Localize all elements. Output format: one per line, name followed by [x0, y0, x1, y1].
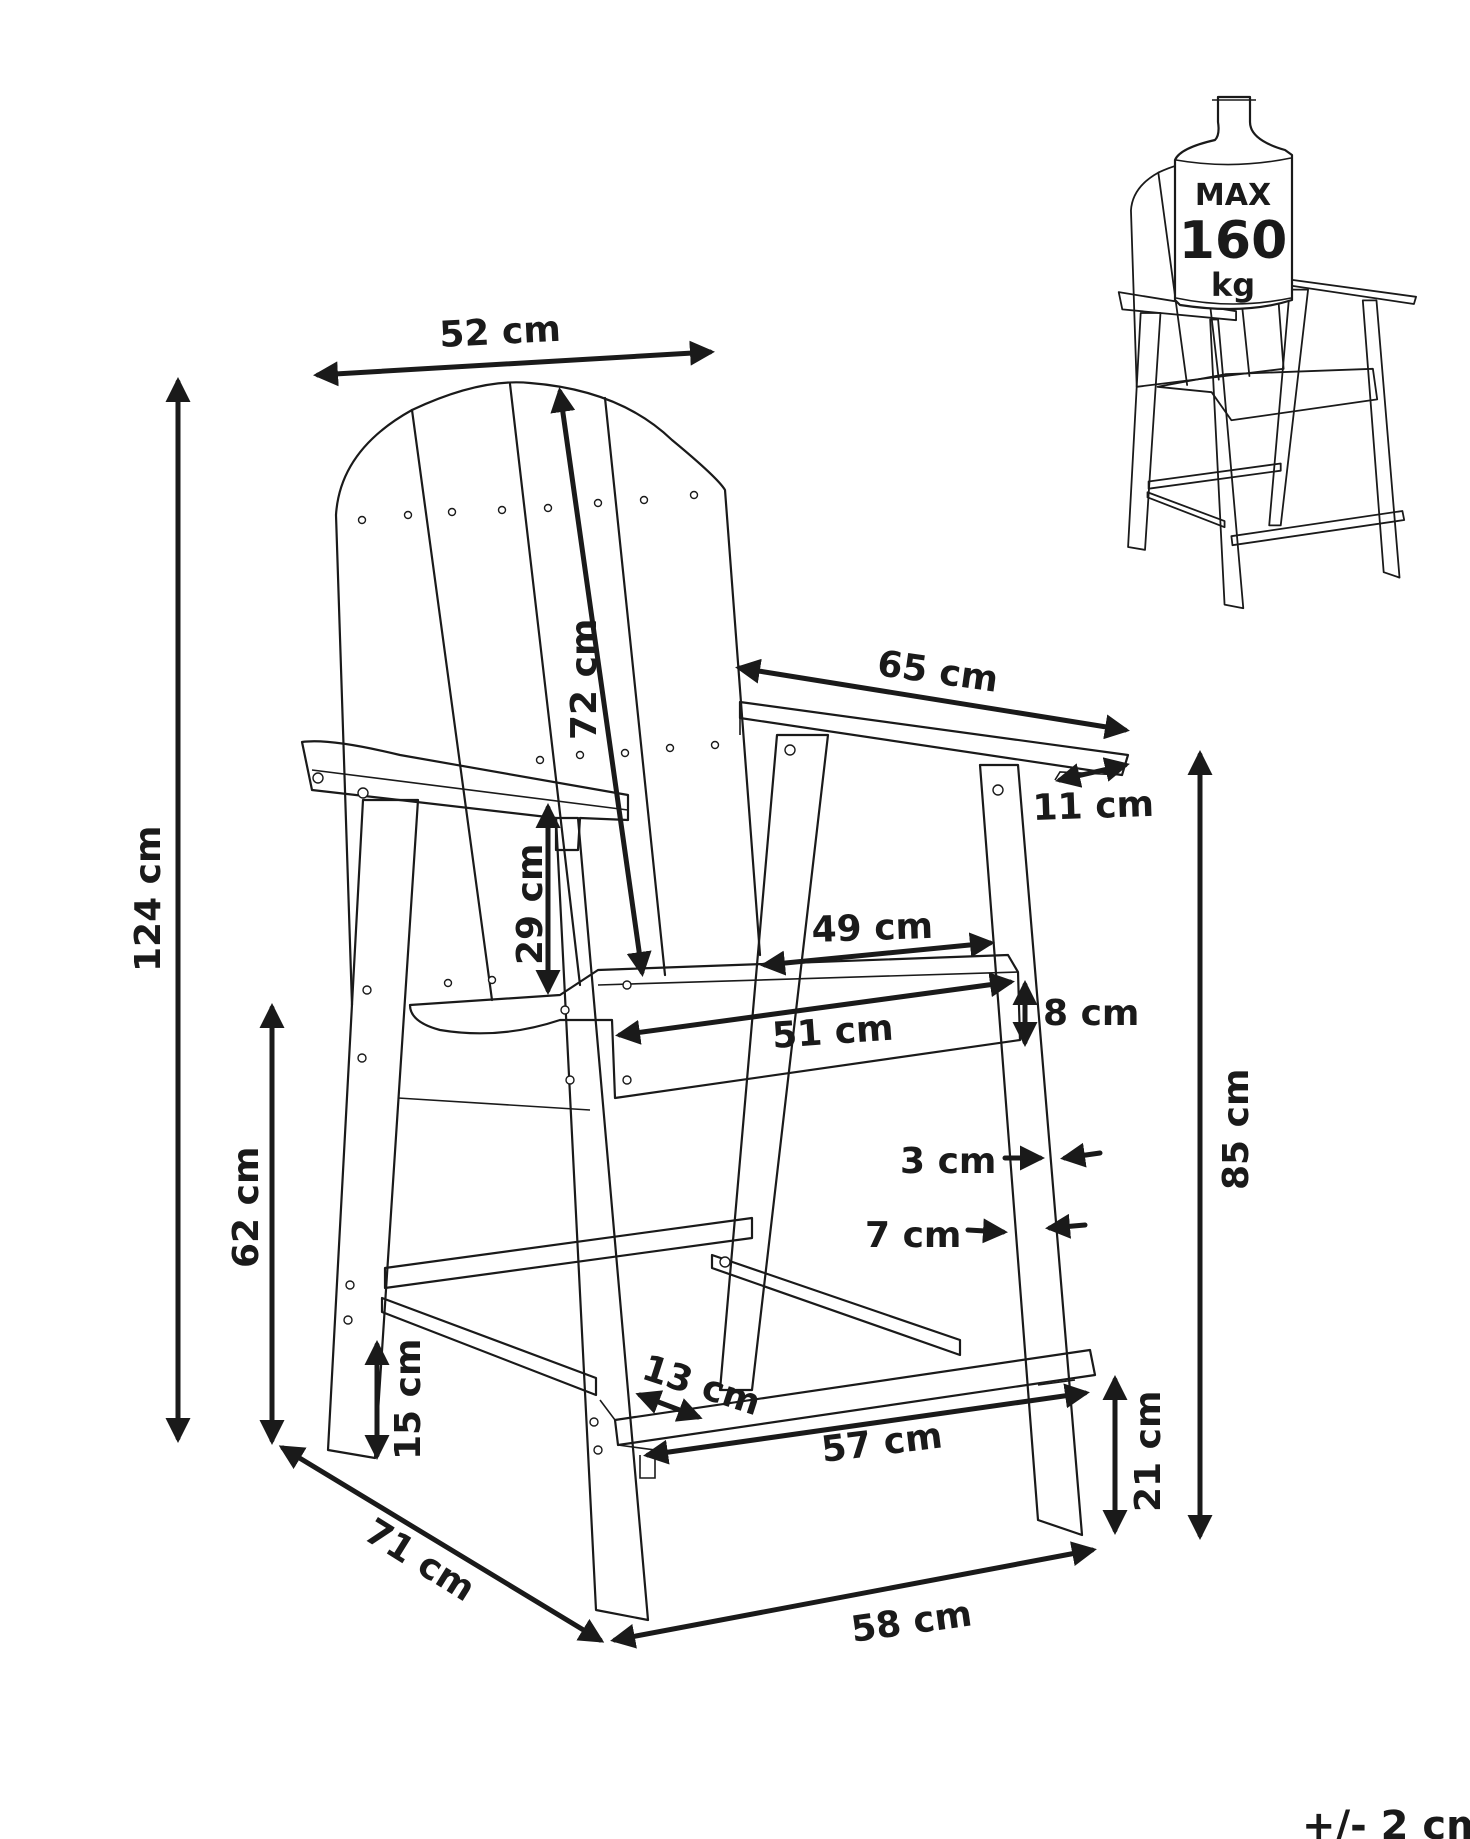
right-rear-post — [718, 733, 830, 1392]
backrest-slat-1 — [410, 408, 494, 1002]
right-armrest — [738, 700, 1130, 777]
max-label: MAX — [1195, 178, 1271, 213]
label-backrest-height: 72 cm — [564, 619, 605, 740]
dimension-lines — [165, 340, 1213, 1649]
weight-jar-icon — [1173, 95, 1294, 311]
label-leg-clearance: 21 cm — [1128, 1391, 1169, 1512]
label-total-height: 124 cm — [128, 825, 169, 972]
max-unit: kg — [1211, 266, 1255, 304]
label-total-depth: 71 cm — [357, 1511, 482, 1610]
left-front-leg — [554, 816, 650, 1622]
seat — [408, 953, 1022, 1100]
label-leg-thickness: 3 cm — [900, 1141, 996, 1182]
backrest-slat-3 — [603, 396, 667, 977]
bottom-frame — [380, 1296, 598, 1397]
label-arm-above-seat: 29 cm — [510, 844, 551, 965]
label-leg-width: 7 cm — [865, 1215, 961, 1256]
label-footrest-depth: 13 cm — [637, 1348, 765, 1425]
label-seat-height: 62 cm — [226, 1147, 267, 1268]
label-backrest-width: 52 cm — [438, 309, 561, 356]
right-front-leg — [978, 763, 1084, 1537]
max-value: 160 — [1179, 211, 1288, 271]
tolerance-note: +/- 2 cm — [1302, 1803, 1470, 1839]
label-footrest-width: 57 cm — [819, 1415, 945, 1470]
label-armrest-height: 85 cm — [1216, 1069, 1257, 1190]
footrest-rail-back — [710, 1253, 962, 1357]
label-seat-width: 51 cm — [771, 1008, 895, 1057]
label-footrest-height: 15 cm — [388, 1339, 429, 1460]
label-seat-depth: 49 cm — [811, 906, 934, 951]
label-armrest-width: 11 cm — [1032, 784, 1155, 829]
footrest — [613, 1348, 1097, 1447]
left-side-rail — [383, 1216, 754, 1290]
max-load-weight: MAX 160 kg — [1173, 95, 1294, 311]
label-seat-thickness: 8 cm — [1043, 993, 1139, 1034]
label-total-width: 58 cm — [849, 1593, 975, 1651]
